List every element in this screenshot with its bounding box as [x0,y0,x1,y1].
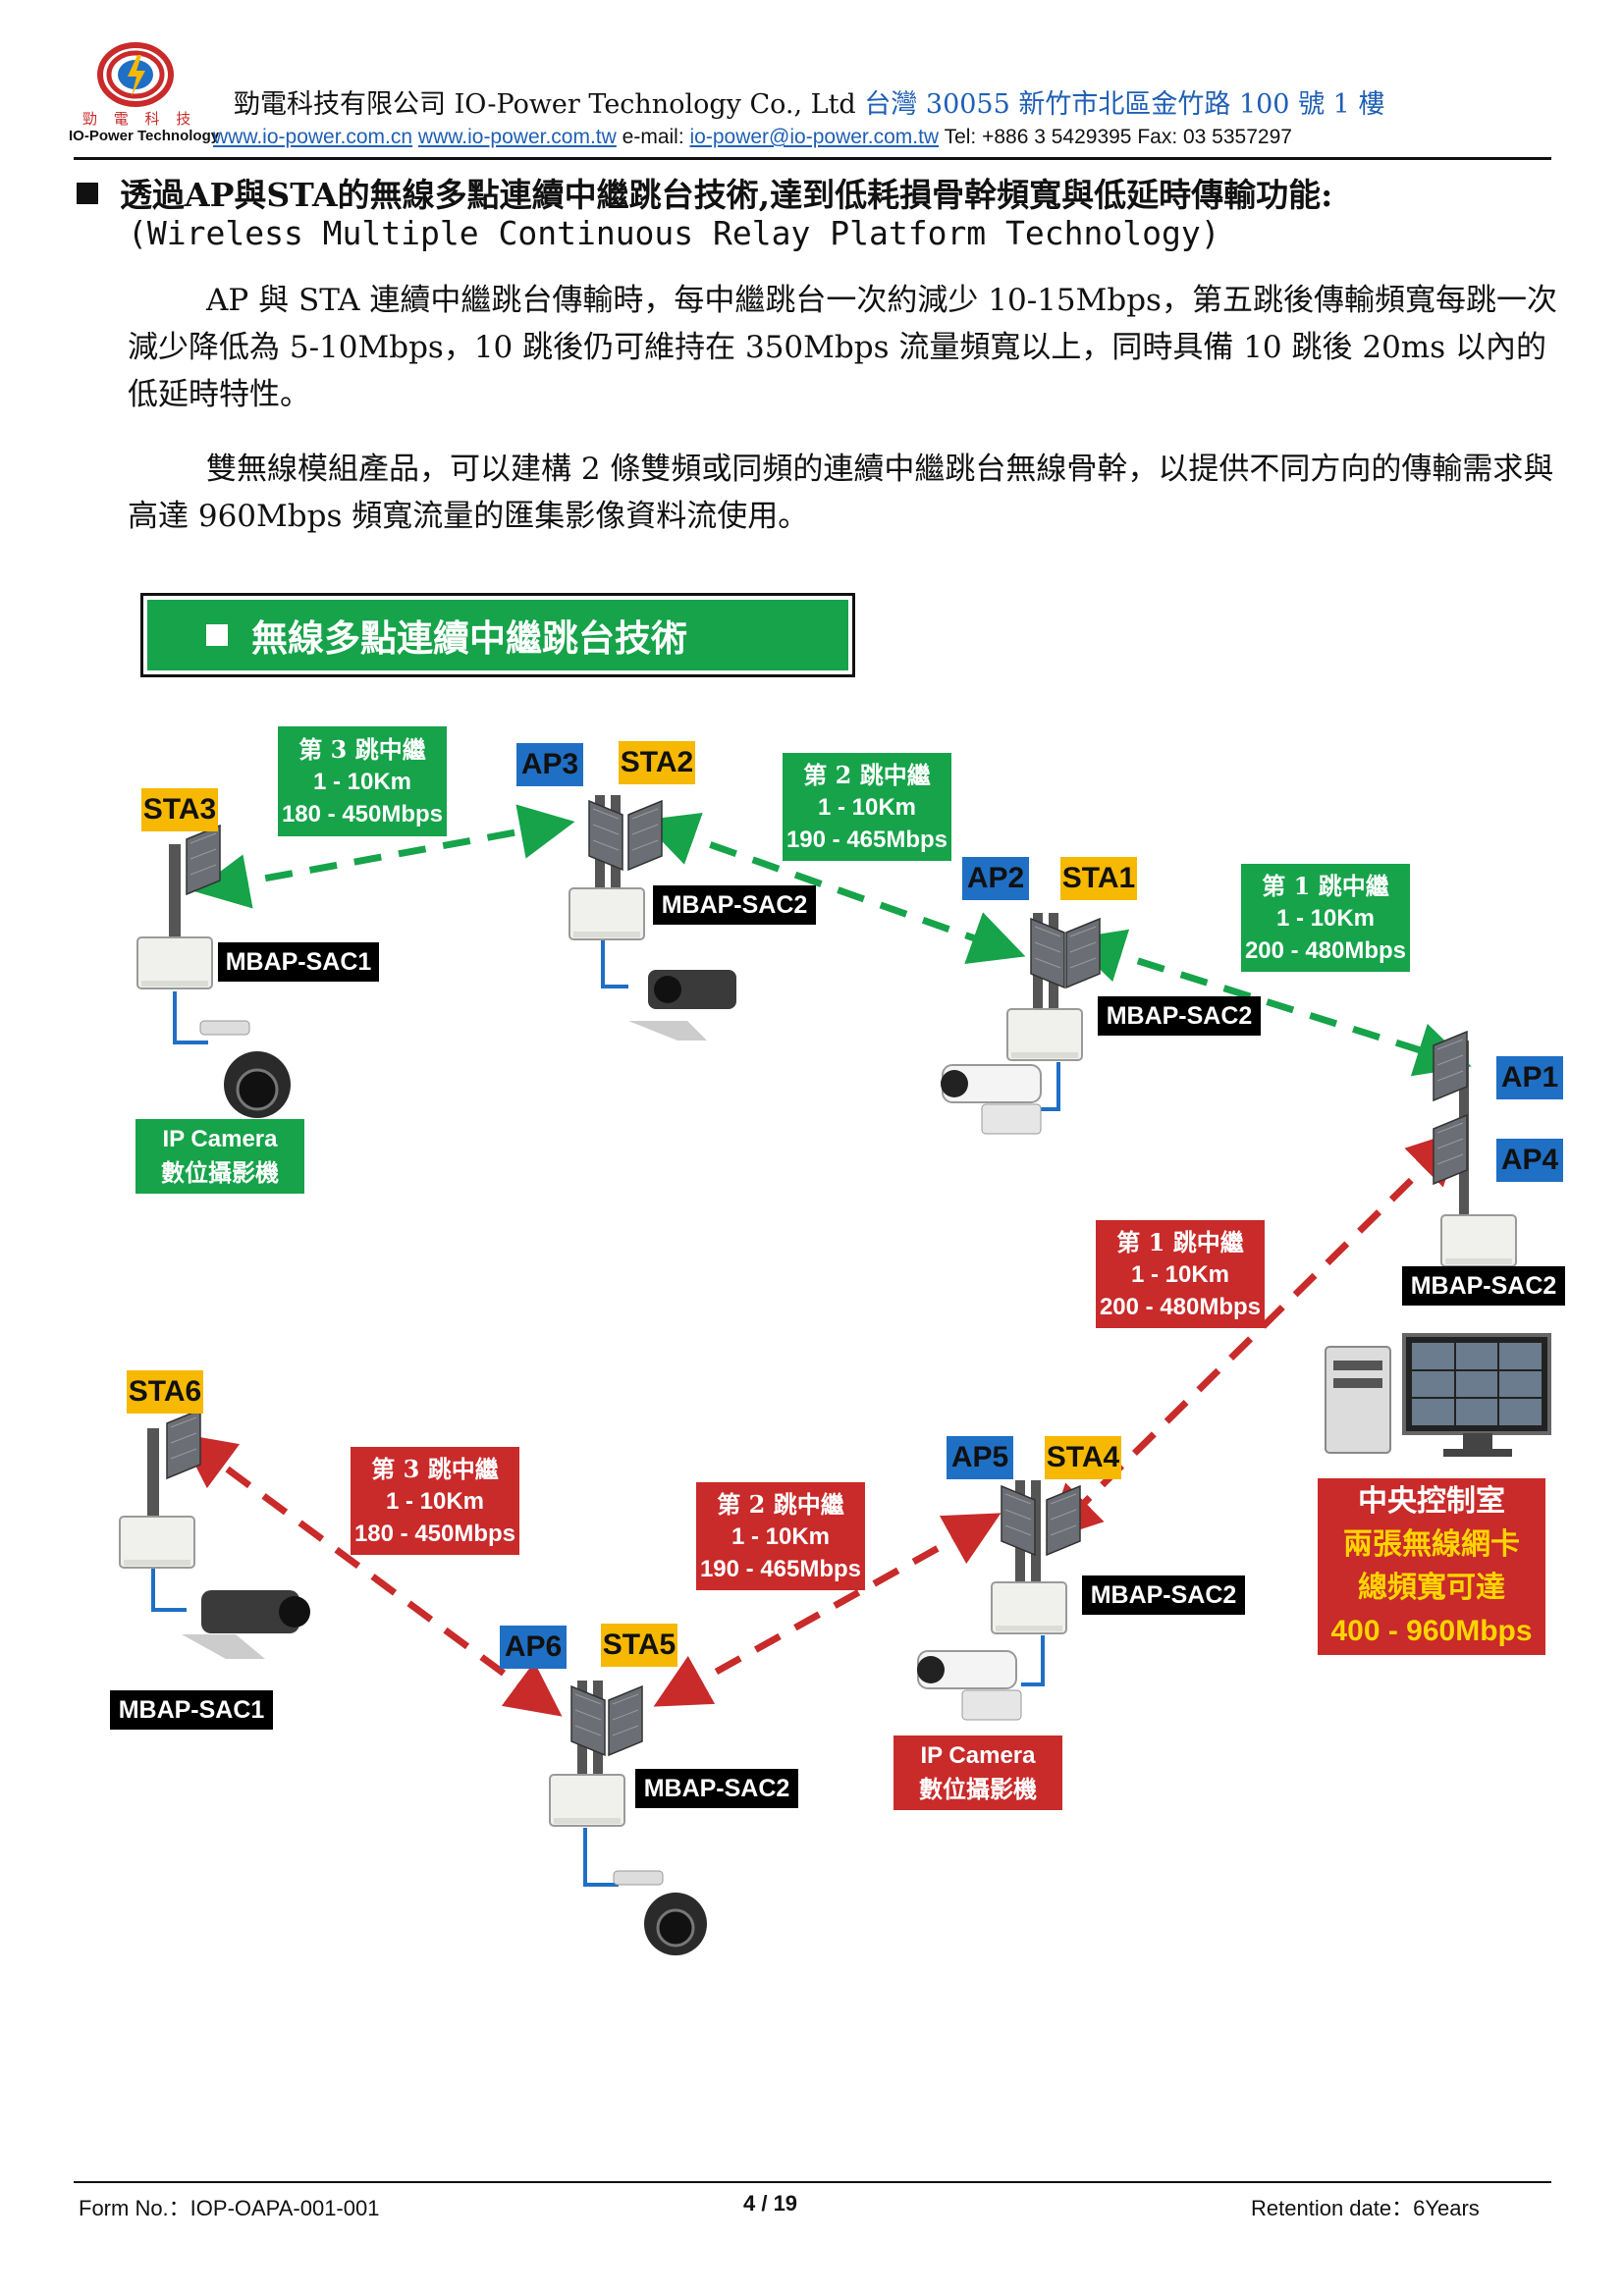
logo-text-en: IO-Power Technology [69,128,220,144]
node-ap6-sta5 [549,1681,707,1955]
contact-line: www.io-power.com.cn www.io-power.com.tw … [213,126,1292,149]
bullet-square-icon [206,624,228,646]
footer-form-number: Form No.：IOP-OAPA-001-001 [79,2196,380,2220]
company-address: 台灣 30055 新竹市北區金竹路 100 號 1 樓 [864,89,1385,120]
paragraph-1: AP 與 STA 連續中繼跳台傳輸時，每中繼跳台一次約減少 10-15Mbps，… [128,283,1557,412]
device-mbap-sac2-ap3: MBAP-SAC2 [653,885,816,925]
website-tw-link[interactable]: www.io-power.com.tw [417,126,617,148]
node-ap3-sta2 [568,795,736,1041]
tag-ap5: AP5 [947,1436,1013,1479]
email-label: e-mail: [622,126,684,148]
tag-sta3: STA3 [141,788,218,831]
tag-ap6: AP6 [500,1626,567,1669]
paragraph-2: 雙無線模組產品，可以建構 2 條雙頻或同頻的連續中繼跳台無線骨幹，以提供不同方向… [128,452,1554,534]
main-heading-en: (Wireless Multiple Continuous Relay Plat… [128,214,1220,252]
link-hop3-red [179,1433,563,1717]
device-mbap-sac2-ap6: MBAP-SAC2 [635,1769,798,1808]
tag-sta1: STA1 [1060,857,1137,900]
tag-sta4: STA4 [1045,1436,1121,1479]
company-name: 勁電科技有限公司 IO-Power Technology Co., Ltd [234,89,856,120]
node-ap2-sta1 [941,913,1101,1135]
section-title-inner: 無線多點連續中繼跳台技術 [147,600,848,670]
camera-dome-icon [613,1870,707,1955]
camera-bullet-icon [628,970,736,1041]
bullet-square-icon [77,183,98,204]
node-ap5-sta4 [917,1480,1081,1721]
device-mbap-sac2-ap2: MBAP-SAC2 [1098,996,1261,1036]
control-room-box: 中央控制室 兩張無線網卡 總頻寬可達 400 - 960Mbps [1318,1478,1545,1655]
footer-divider [74,2181,1551,2183]
tag-ap2: AP2 [962,857,1029,900]
tel-fax: Tel: +886 3 5429395 Fax: 03 5357297 [944,126,1292,148]
control-room-computer-icon [1325,1333,1551,1457]
link-hop2-red [653,1513,1001,1707]
tag-sta2: STA2 [619,741,695,784]
main-heading: 透過AP與STA的無線多點連續中繼跳台技術,達到低耗損骨幹頻寬與低延時傳輸功能: [77,169,1332,216]
camera-bullet-icon [182,1590,310,1659]
email-link[interactable]: io-power@io-power.com.tw [689,126,940,148]
link-hop1-green [1068,929,1472,1077]
company-logo: 勁 電 科 技 IO-Power Technology [69,41,219,147]
camera-bullet-icon [917,1650,1022,1721]
camera-bullet-icon [941,1064,1042,1135]
tag-ap4: AP4 [1496,1139,1563,1182]
link-hop2-green [641,812,1026,965]
tag-sta6: STA6 [127,1370,203,1414]
node-sta3 [136,825,291,1118]
node-ap1-ap4 [1433,1031,1517,1267]
node-sta6 [119,1409,310,1659]
section-title: 無線多點連續中繼跳台技術 [251,616,687,660]
device-mbap-sac1-top: MBAP-SAC1 [218,942,379,982]
section-title-box: 無線多點連續中繼跳台技術 [140,593,855,677]
header-divider [74,157,1551,160]
tag-ap3: AP3 [516,743,583,786]
link-hop3-green [193,804,575,909]
tag-sta5: STA5 [601,1624,677,1667]
device-mbap-sac2-ap1: MBAP-SAC2 [1402,1266,1565,1306]
device-mbap-sac2-ap5: MBAP-SAC2 [1082,1575,1245,1615]
website-cn-link[interactable]: www.io-power.com.cn [213,126,413,148]
camera-dome-icon [199,1020,291,1118]
footer-page-number: 4 / 19 [743,2191,798,2216]
company-line: 勁電科技有限公司 IO-Power Technology Co., Ltd 台灣… [234,82,1384,121]
link-hop1-red [1046,1129,1463,1541]
footer-retention: Retention date：6Years [1251,2196,1480,2220]
device-mbap-sac1-bottom: MBAP-SAC1 [110,1690,273,1730]
logo-text-cn: 勁 電 科 技 [82,110,197,128]
tag-ap1: AP1 [1496,1056,1563,1099]
